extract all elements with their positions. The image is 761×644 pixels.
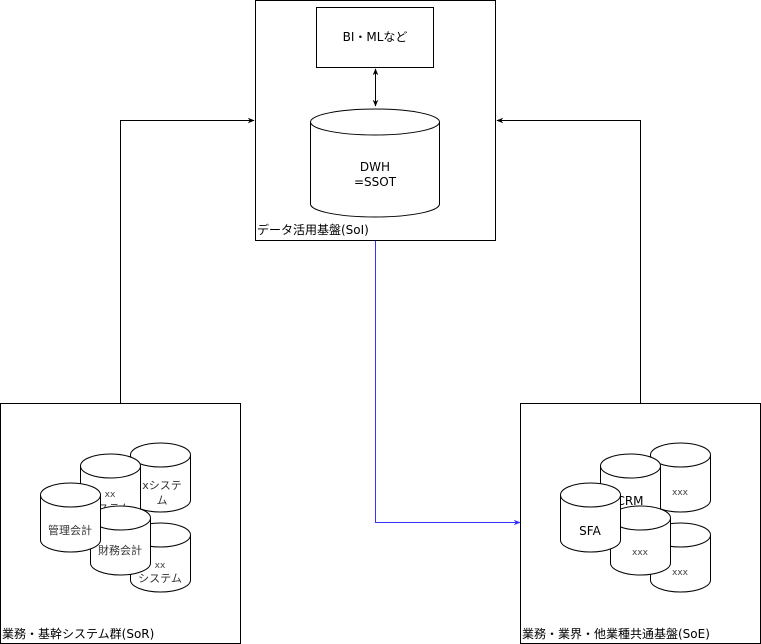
bi-ml-label: BI・MLなど xyxy=(343,30,408,44)
dwh-cylinder-rim xyxy=(310,121,440,136)
sor-back-middle-line1: xx xyxy=(105,490,116,500)
edge-soi-to-soe[interactable] xyxy=(375,241,521,526)
soe-bottom-right-label: xxx xyxy=(672,568,689,578)
soe-middle-label: xxx xyxy=(632,548,649,558)
sor-back-right-line1: xシステ xyxy=(142,479,182,492)
dwh-label-line1: DWH xyxy=(360,160,390,174)
dwh-label-line2: =SSOT xyxy=(354,175,397,189)
sor-bottom-right-line1: xx xyxy=(155,561,166,571)
sor-cylinder-front[interactable]: 管理会計 xyxy=(40,482,101,553)
edge-soe-to-soi[interactable] xyxy=(496,117,641,404)
edge-sor-to-soi[interactable] xyxy=(120,117,255,404)
soe-back-right-label: xxx xyxy=(672,488,689,498)
dwh-cylinder[interactable] xyxy=(310,108,440,218)
sor-container-label: 業務・基幹システム群(SoR) xyxy=(2,626,154,641)
sor-front-label: 管理会計 xyxy=(48,523,92,537)
sor-bottom-right-line2: システム xyxy=(138,572,182,585)
bi-ml-box[interactable] xyxy=(316,7,434,68)
sor-middle-label: 財務会計 xyxy=(98,543,142,557)
soe-container-label: 業務・業界・他業種共通基盤(SoE) xyxy=(522,627,710,641)
sor-back-right-line2: ム xyxy=(157,494,168,507)
soe-back-middle-label: CRM xyxy=(616,494,643,508)
soe-front-label: SFA xyxy=(579,524,601,538)
dwh-node[interactable]: DWH =SSOT xyxy=(310,108,440,218)
bi-ml-node[interactable]: BI・MLなど xyxy=(316,7,434,68)
soe-cylinder-front[interactable]: SFA xyxy=(560,482,621,553)
soi-container-label: データ活用基盤(SoI) xyxy=(257,222,369,237)
